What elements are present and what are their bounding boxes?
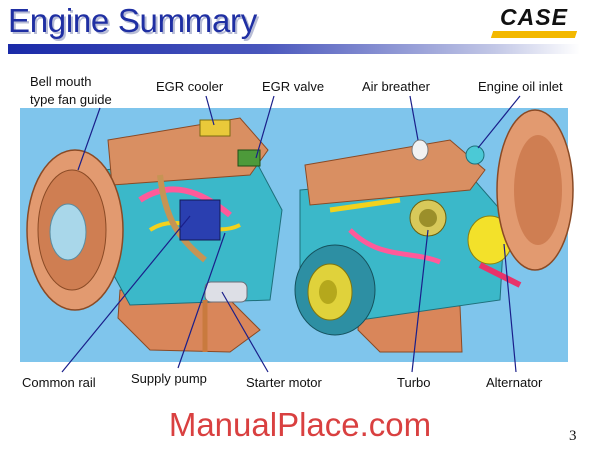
right-engine-drawing: [294, 109, 574, 353]
leader-alternator: [503, 243, 517, 373]
slide-title: Engine Summary: [8, 2, 257, 39]
leader-engine-oil-inlet: [477, 95, 521, 149]
leader-common-rail: [61, 215, 191, 373]
label-bell-mouth-line1: Bell mouth: [30, 74, 92, 89]
label-starter-motor: Starter motor: [246, 375, 322, 390]
leader-lines: [61, 95, 521, 373]
leader-egr-cooler: [205, 95, 215, 126]
label-egr-cooler: EGR cooler: [156, 79, 224, 94]
label-air-breather: Air breather: [362, 79, 430, 94]
label-bell-mouth-line2: type fan guide: [30, 92, 112, 107]
leader-supply-pump: [177, 232, 226, 369]
label-turbo: Turbo: [397, 375, 431, 390]
leader-air-breather: [409, 95, 419, 141]
watermark-text: ManualPlace.com: [168, 406, 432, 443]
leader-bell-mouth: [77, 107, 101, 171]
leader-starter-motor: [221, 291, 269, 373]
label-egr-valve: EGR valve: [262, 79, 325, 94]
leader-turbo: [411, 229, 429, 373]
leader-egr-valve: [255, 95, 275, 159]
title-underline-bar: [8, 44, 580, 54]
logo-text: CASE: [500, 4, 568, 30]
label-supply-pump: Supply pump: [131, 371, 207, 386]
page-number: 3: [569, 428, 577, 444]
label-engine-oil-inlet: Engine oil inlet: [478, 79, 563, 94]
left-engine-drawing: [26, 117, 283, 353]
label-common-rail: Common rail: [22, 375, 96, 390]
case-logo: CASE: [488, 4, 580, 38]
label-alternator: Alternator: [486, 375, 543, 390]
